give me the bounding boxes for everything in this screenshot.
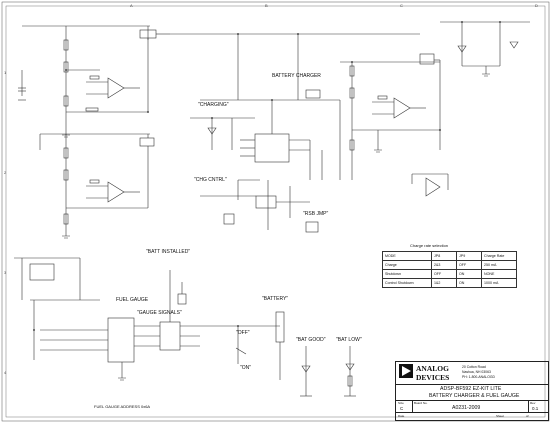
- border-mark-1: 1: [4, 70, 7, 75]
- board-no-label: Board No.: [414, 401, 428, 405]
- of-label: of: [526, 414, 529, 418]
- table-header-row: MODE JP8 JP9 Charge Rate: [382, 251, 517, 261]
- rev-value: 0.1: [532, 406, 539, 411]
- label-bat-low: "BAT LOW": [336, 337, 362, 343]
- table-cell: 250 mA: [481, 260, 517, 270]
- table-cell: Control Shutdown: [382, 278, 432, 288]
- table-cell: 1000 mA: [481, 278, 517, 288]
- address-line3: PH: 1-800-ANALOGD: [462, 375, 495, 379]
- label-on: "ON": [240, 365, 252, 371]
- size-value: C: [400, 406, 404, 411]
- table-cell: 2&3: [431, 260, 457, 270]
- table-row: Shutdown OFF ON NONE: [382, 269, 517, 279]
- border-mark-a: A: [130, 3, 133, 8]
- sheet-label: Sheet: [496, 414, 504, 418]
- table-header: MODE: [382, 251, 432, 261]
- border-mark-d: D: [535, 3, 538, 8]
- title-line1: ADSP-BF592 EZ-KIT LITE: [440, 386, 502, 392]
- label-bat-good: "BAT GOOD": [296, 337, 326, 343]
- board-no-value: A0231-2009: [452, 405, 481, 411]
- table-header: Charge Rate: [481, 251, 517, 261]
- border-mark-c: C: [400, 3, 403, 8]
- title-block: ANALOG DEVICES 20 Cotton Road Nashua, NH…: [395, 361, 549, 421]
- label-fuel-gauge-address: FUEL GAUGE ADDRESS 0x6A: [94, 404, 151, 409]
- charge-rate-table: MODE JP8 JP9 Charge Rate Charge 2&3 OFF …: [382, 251, 517, 288]
- table-row: Control Shutdown 1&2 ON 1000 mA: [382, 278, 517, 288]
- table-header: JP8: [431, 251, 457, 261]
- table-cell: OFF: [456, 260, 482, 270]
- label-chg-cntrl: "CHG CNTRL": [194, 177, 227, 183]
- address-line1: 20 Cotton Road: [462, 365, 486, 369]
- border-mark-2: 2: [4, 170, 7, 175]
- title-line2: BATTERY CHARGER & FUEL GAUGE: [429, 393, 520, 399]
- border-mark-b: B: [265, 3, 268, 8]
- table-cell: ON: [456, 269, 482, 279]
- label-rsb-jmp: "RSB JMP": [303, 211, 329, 217]
- table-cell: NONE: [481, 269, 517, 279]
- border-mark-4: 4: [4, 370, 7, 375]
- date-label: Date: [398, 414, 405, 418]
- company-name-line1: ANALOG: [416, 364, 449, 373]
- table-cell: 1&2: [431, 278, 457, 288]
- label-batt-installed: "BATT INSTALLED": [146, 249, 191, 255]
- address-line2: Nashua, NH 03063: [462, 370, 491, 374]
- table-row: Charge 2&3 OFF 250 mA: [382, 260, 517, 270]
- charge-rate-title: Charge rate selection: [410, 243, 449, 248]
- label-charging: "CHARGING": [198, 102, 229, 108]
- table-cell: ON: [456, 278, 482, 288]
- label-battery-charger: BATTERY CHARGER: [272, 73, 321, 79]
- size-label: Size: [398, 401, 404, 405]
- label-gauge-signals: "GAUGE SIGNALS": [137, 310, 182, 316]
- table-cell: OFF: [431, 269, 457, 279]
- label-fuel-gauge: FUEL GAUGE: [116, 297, 149, 303]
- table-cell: Charge: [382, 260, 432, 270]
- company-name-line2: DEVICES: [416, 373, 450, 382]
- rev-label: Rev: [530, 401, 536, 405]
- table-cell: Shutdown: [382, 269, 432, 279]
- label-off: "OFF": [236, 330, 250, 336]
- label-battery: "BATTERY": [262, 296, 289, 302]
- border-mark-3: 3: [4, 270, 7, 275]
- table-header: JP9: [456, 251, 482, 261]
